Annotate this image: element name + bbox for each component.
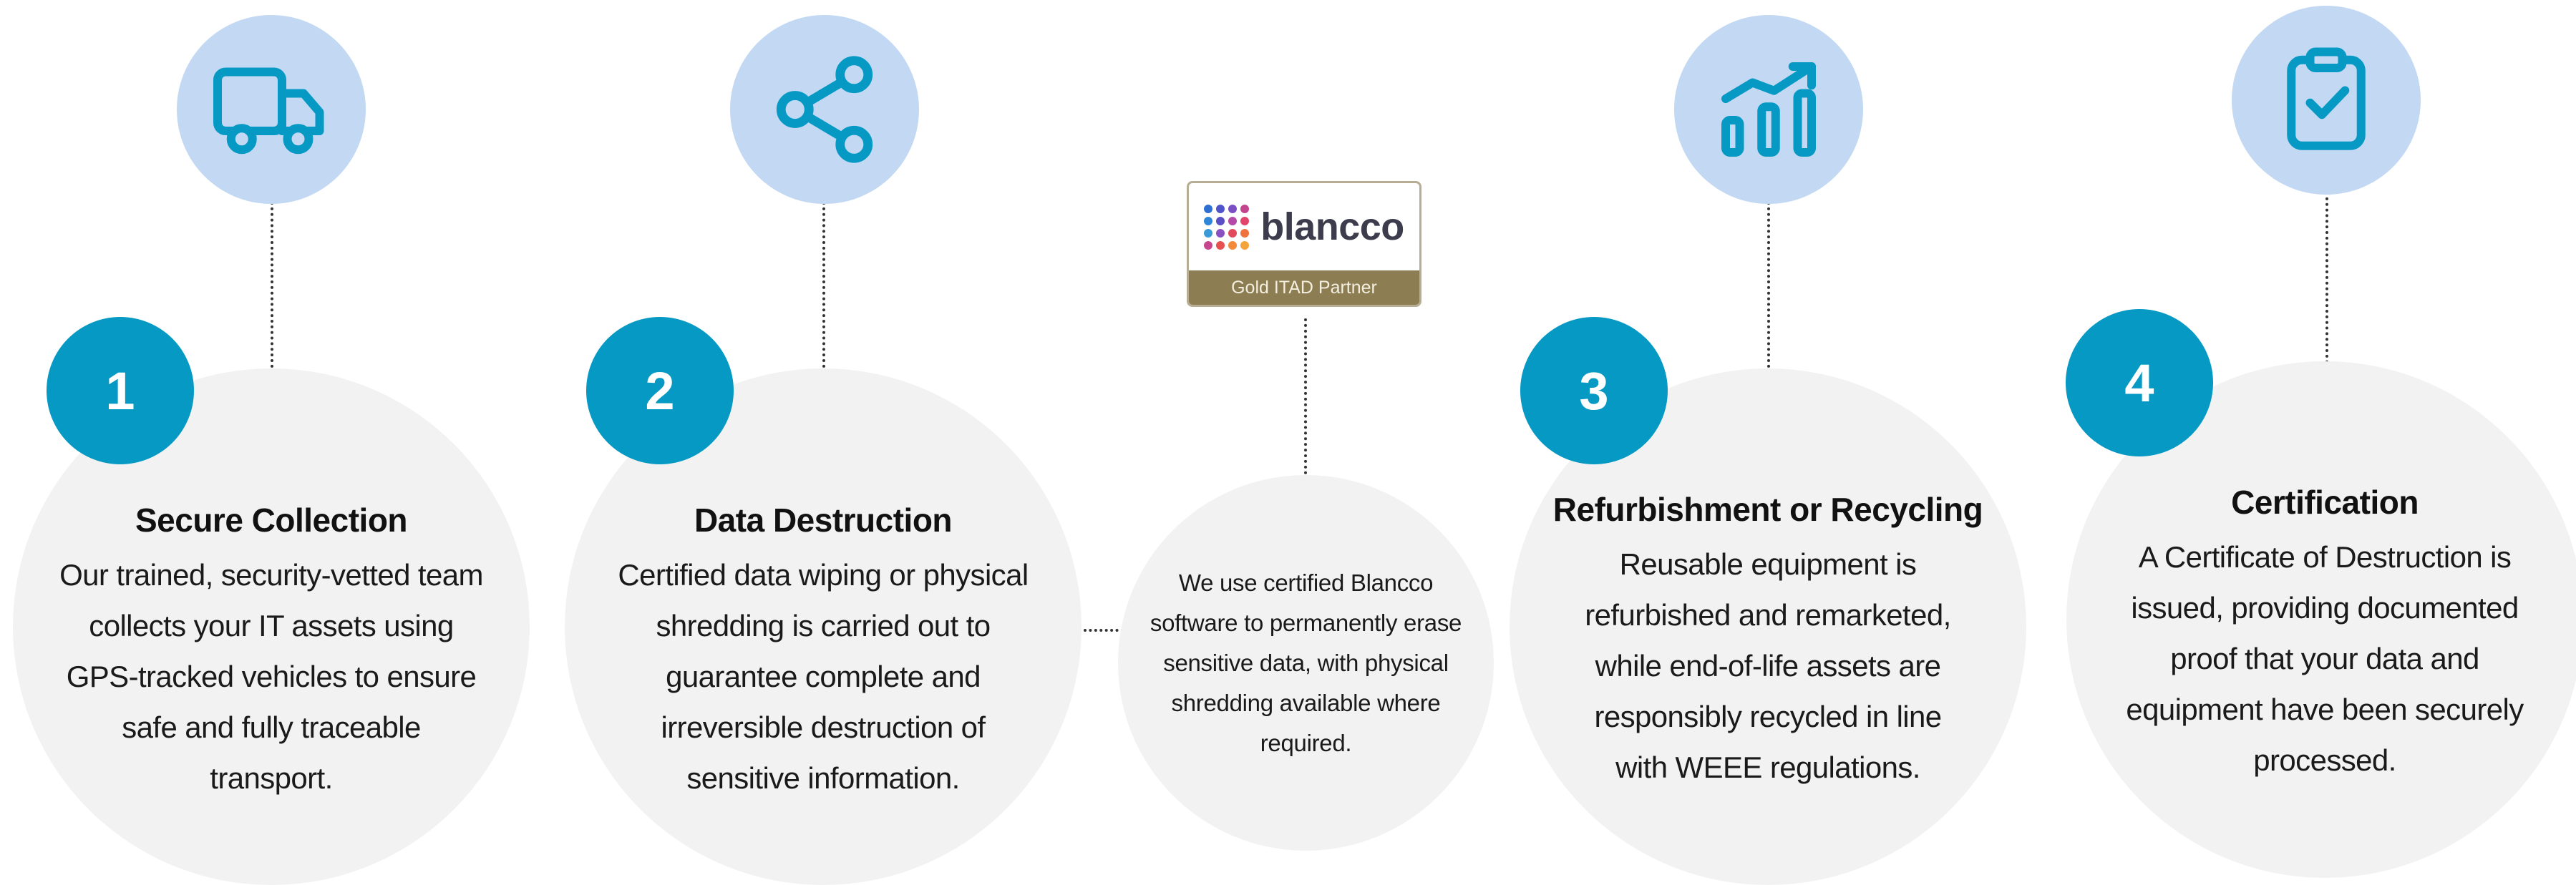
step-2-description: Certified data wiping or physical shredd… <box>618 557 1029 795</box>
connector-line-step-2 <box>822 202 825 373</box>
connector-line-horizontal <box>1084 629 1124 632</box>
connector-line-step-3 <box>1767 202 1770 373</box>
blancco-partner-badge: blancco Gold ITAD Partner <box>1187 181 1421 307</box>
step-1-description: Our trained, security-vetted team collec… <box>59 557 483 795</box>
truck-icon <box>213 67 324 155</box>
step-2-icon-circle <box>730 15 919 204</box>
clipboard-check-icon <box>2287 47 2366 150</box>
connector-line-step-4 <box>2325 192 2328 363</box>
badge-label: Gold ITAD Partner <box>1189 270 1419 305</box>
step-4-title: Certification <box>2231 483 2419 521</box>
step-4-description: A Certificate of Destruction is issued, … <box>2126 539 2524 777</box>
step-2-title: Data Destruction <box>694 501 953 539</box>
step-4-card: Certification A Certificate of Destructi… <box>2066 361 2576 878</box>
growth-chart-icon <box>1721 62 1816 157</box>
step-1-title: Secure Collection <box>135 501 408 539</box>
step-1-number-badge: 1 <box>47 317 194 464</box>
badge-logo-area: blancco <box>1189 183 1419 270</box>
blancco-logo-icon <box>1204 204 1250 250</box>
partner-info-card: We use certified Blancco software to per… <box>1118 475 1494 851</box>
partner-description: We use certified Blancco software to per… <box>1150 569 1462 756</box>
step-2-number-badge: 2 <box>586 317 734 464</box>
share-icon <box>776 56 873 163</box>
step-4-number-badge: 4 <box>2066 309 2213 456</box>
step-3-number-badge: 3 <box>1520 317 1668 464</box>
step-3-description: Reusable equipment is refurbished and re… <box>1585 547 1951 784</box>
step-3-icon-circle <box>1674 15 1863 204</box>
step-1-icon-circle <box>177 15 366 204</box>
connector-line-partner <box>1304 318 1307 474</box>
blancco-logo-text: blancco <box>1260 205 1404 248</box>
connector-line-step-1 <box>271 202 273 373</box>
step-3-title: Refurbishment or Recycling <box>1552 490 1983 528</box>
step-4-icon-circle <box>2232 6 2421 195</box>
